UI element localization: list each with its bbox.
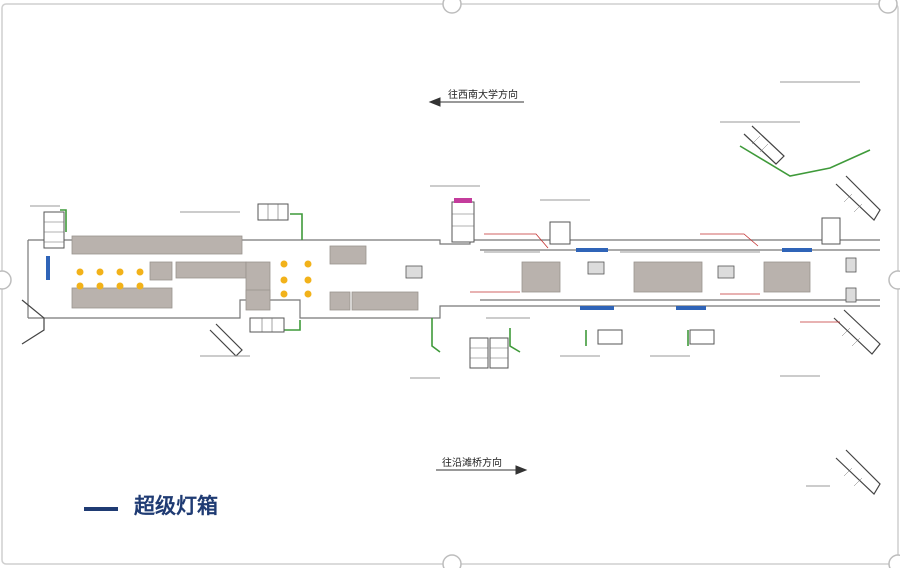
kiosks (405, 257, 857, 303)
concourse-outline (27, 239, 880, 319)
legend-label: 超级灯箱 (134, 494, 218, 518)
ramp-hatching (751, 135, 863, 487)
direction-label-top: 往西南大学方向 (448, 90, 518, 101)
platform-blocks (71, 235, 811, 311)
stairs (43, 201, 841, 369)
green-paths (60, 145, 871, 353)
stair-treads (44, 204, 508, 359)
annotation-marks (30, 81, 860, 487)
red-callouts (470, 233, 840, 323)
direction-arrow-bottom (436, 465, 528, 475)
ramps (21, 125, 881, 495)
magenta-gate (454, 198, 472, 203)
legend-swatch (84, 507, 118, 511)
exit-markers (76, 260, 312, 298)
super-lightbox-markers (46, 248, 812, 310)
direction-label-bottom: 往沿滩桥方向 (442, 458, 502, 469)
direction-arrow-top (428, 97, 524, 107)
